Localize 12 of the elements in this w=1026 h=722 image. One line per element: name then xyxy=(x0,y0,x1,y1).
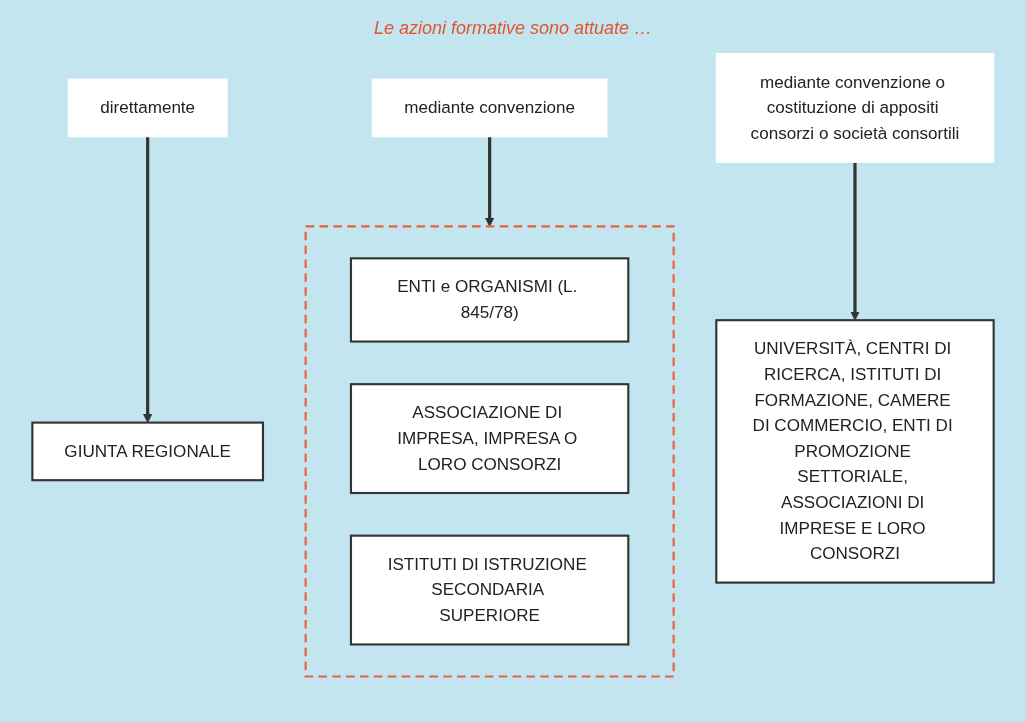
node-box: mediante convenzione o costituzione di appositi consorzi o società consortili xyxy=(715,53,995,163)
cluster xyxy=(304,225,675,678)
node-box: GIUNTA REGIONALE xyxy=(31,421,265,482)
node-box: ISTITUTI DI ISTRUZIONE SECONDARIA SUPERIORE xyxy=(349,534,630,646)
diagram-title: Le azioni formative sono attuate … xyxy=(373,18,653,39)
arrow xyxy=(484,136,495,227)
node-box: direttamente xyxy=(67,78,228,138)
node-box: ENTI e ORGANISMI (L. 845/78) xyxy=(349,257,630,343)
node-box: mediante convenzione xyxy=(371,78,608,138)
arrow xyxy=(850,162,860,321)
node-box: ASSOCIAZIONE DI IMPRESA, IMPRESA O LORO CONSORZI xyxy=(349,383,630,495)
node-box: UNIVERSITÀ, CENTRI DI RICERCA, ISTITUTI DI FORMAZIONE, CAMERE DI COMMERCIO, ENTI DI PROMOZIONE SETTORIALE, ASSOCIAZIONI DI IMPRESE E LORO CONSORZI xyxy=(715,319,995,584)
